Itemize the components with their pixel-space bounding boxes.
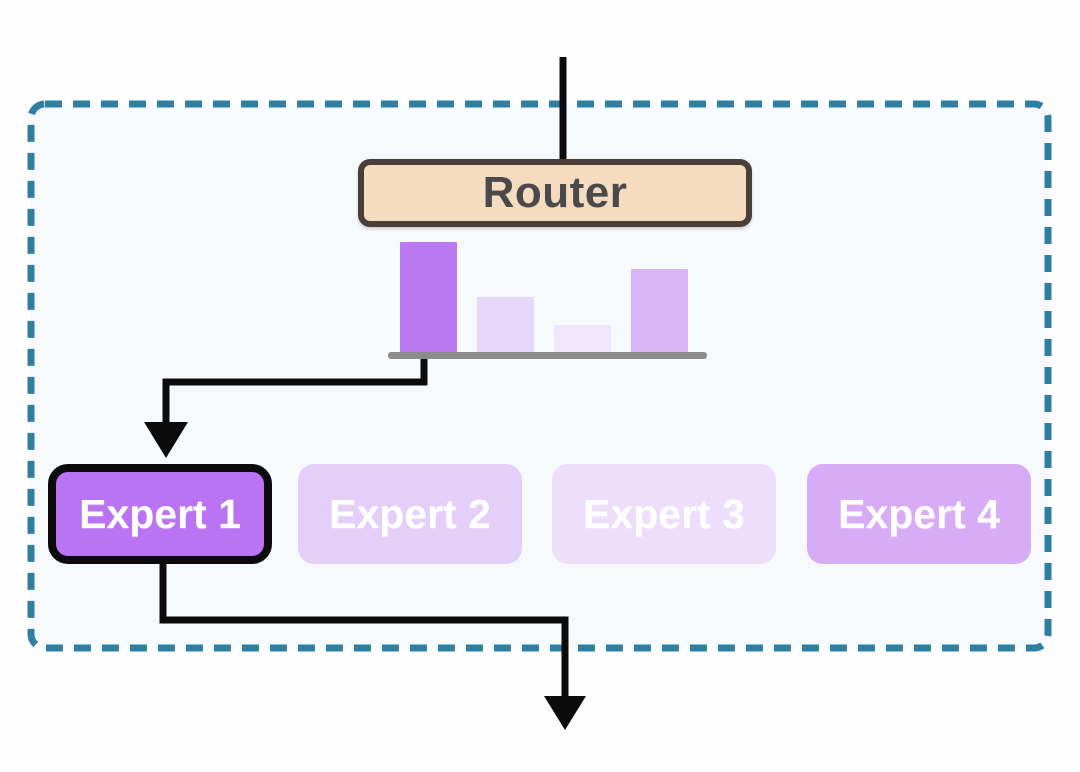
- expert-1-output-arrowhead: [544, 696, 586, 730]
- router-weights-bars: [400, 241, 688, 353]
- expert-3-label: Expert 3: [583, 490, 745, 537]
- router-weights-chart: [388, 241, 707, 359]
- router-label: Router: [482, 168, 628, 217]
- router-to-expert-1-arrowhead: [144, 422, 188, 458]
- weight-bar-expert-4: [631, 269, 688, 353]
- expert-2-label: Expert 2: [329, 490, 491, 537]
- expert-1-node: Expert 1: [48, 464, 272, 564]
- expert-2-node: Expert 2: [298, 464, 522, 564]
- chart-baseline: [388, 352, 707, 359]
- expert-4-node: Expert 4: [807, 464, 1031, 564]
- moe-boundary-box: [27, 100, 1052, 652]
- weight-bar-expert-2: [477, 297, 534, 353]
- expert-1-label: Expert 1: [79, 490, 241, 537]
- weight-bar-expert-3: [554, 325, 611, 353]
- expert-4-label: Expert 4: [838, 490, 1000, 537]
- weight-bar-expert-1: [400, 242, 457, 353]
- router-node: Router: [358, 159, 752, 227]
- router-to-expert-1-arrow: [162, 352, 428, 426]
- expert-3-node: Expert 3: [552, 464, 776, 564]
- expert-1-output-arrow: [159, 560, 569, 698]
